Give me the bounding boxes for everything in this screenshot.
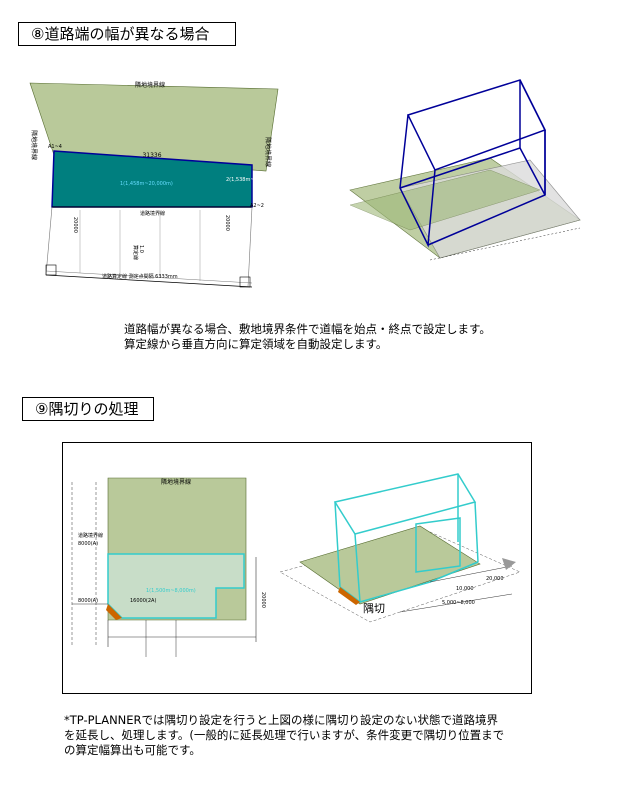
section8-site-plan: 隣地境界線 隣地境界線 隣地境界線 31336 1(1,458m~20,000m… [29,81,279,288]
plan8-corner-b: A2~2 [250,203,264,209]
plan8-center-note2: 1.0 [138,245,144,253]
plan8-road-boundary: 道路境界線 [140,210,165,217]
plan8-right-dim: 20000 [224,215,230,231]
plan9-left-label: 道路境界線 [78,532,103,539]
plan8-corner-a: A1~4 [48,144,62,150]
section8-3d-view [349,79,581,261]
site-area [29,82,279,172]
section9-title: ⑨隅切りの処理 [22,397,154,421]
plan8-left-dim: 20000 [72,217,78,233]
plan8-point-left: 1(1,458m~20,000m) [120,181,173,187]
plan8-width-label: 31336 [142,152,161,159]
plan8-left-label: 隣地境界線 [30,130,38,160]
plan8-right-label: 隣地境界線 [264,137,272,167]
site-plane [299,525,481,605]
plan9-dim-left: 8000(A) [78,598,98,604]
plan9-dim-mid: 16000(2A) [130,598,156,604]
plan9-top-label: 隣地境界線 [161,478,191,486]
section8-description: 道路幅が異なる場合、敷地境界条件で道幅を始点・終点で設定します。 算定線から垂直… [124,322,491,351]
section8-title: ⑧道路端の幅が異なる場合 [18,22,236,46]
section9-figure-frame [62,442,532,694]
plan9-left-sub: 8000(A) [78,541,98,547]
plan8-top-label: 隣地境界線 [135,81,165,89]
iso9-corner-label: 隅切 [363,602,385,615]
plan8-center-note1: 算定線 [132,245,139,260]
plan9-point-label: 1(1,500m~8,000m) [146,588,196,594]
section9-description: *TP-PLANNERでは隅切り設定を行うと上図の様に隅切り設定のない状態で道路… [64,713,505,757]
plan9-right-dim: 20000 [260,592,266,608]
section9-3d-view: 隅切 10,000 20,000 5,000~8,000 [279,473,521,623]
iso9-dim-2: 20,000 [486,576,504,582]
iso9-dim-3: 5,000~8,000 [442,600,475,606]
section9-site-plan: 隣地境界線 道路境界線 8000(A) 8000(A) 16000(2A) 20… [71,477,266,657]
plan8-bottom-line: 道路算定線 測定点間隔 6333mm [102,273,178,280]
plan8-point-right: 2(1,538m~20,934m) [226,177,279,183]
iso9-dim-1: 10,000 [456,586,474,592]
building-footprint [107,553,245,619]
